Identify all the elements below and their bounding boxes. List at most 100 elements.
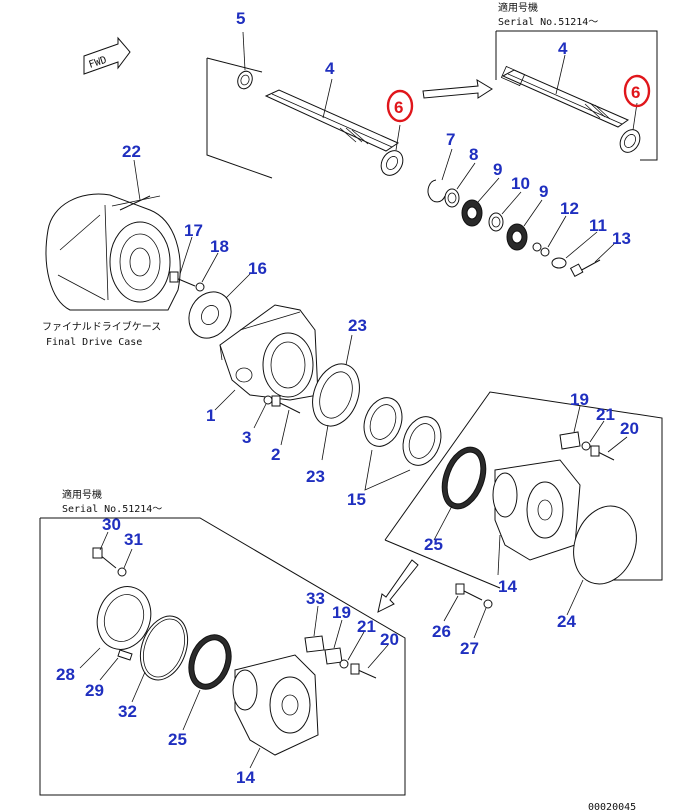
washer-21-bottom [339, 659, 349, 669]
label-21-bottom: 21 [357, 617, 376, 636]
inset-top-jp-label: 適用号機 [498, 1, 538, 14]
washer-27 [483, 599, 493, 609]
label-5: 5 [236, 9, 245, 28]
label-1: 1 [206, 406, 215, 425]
shim-19-bottom [324, 647, 343, 665]
seal-6-left [380, 150, 404, 176]
label-12: 12 [560, 199, 579, 218]
mount-hardware [169, 236, 251, 339]
label-19-top: 19 [570, 390, 589, 409]
label-23-top: 23 [348, 316, 367, 335]
label-14-bottom: 14 [236, 768, 255, 787]
washer-12a [532, 242, 542, 252]
label-33: 33 [306, 589, 325, 608]
label-25-bottom: 25 [168, 730, 187, 749]
label-20-bottom: 20 [380, 630, 399, 649]
washer-3 [263, 395, 273, 405]
inset-bottom-serial-label: Serial No.51214～ [62, 504, 162, 515]
label-2: 2 [271, 445, 280, 464]
seal-6-right [619, 129, 641, 153]
retainer-28 [96, 586, 152, 650]
inset-serial-bottom: 適用号機 Serial No.51214～ [39, 488, 406, 796]
plate-16 [188, 291, 232, 339]
bolt-17 [175, 277, 196, 287]
label-19-bottom: 19 [332, 603, 351, 622]
label-11: 11 [589, 216, 607, 235]
inset-top-serial-label: Serial No.51214～ [498, 17, 598, 28]
label-30: 30 [102, 515, 121, 534]
label-29: 29 [85, 681, 104, 700]
label-8: 8 [469, 145, 478, 164]
housing-1 [214, 304, 319, 411]
final-drive-case: ファイナルドライブケース Final Drive Case [42, 159, 181, 348]
shaft-right [500, 65, 630, 128]
label-32: 32 [118, 702, 137, 721]
plate-33 [304, 635, 325, 653]
bushings-15 [363, 397, 442, 491]
bearing-8 [444, 188, 460, 208]
label-26: 26 [432, 622, 451, 641]
label-22: 22 [122, 142, 141, 161]
label-23-bottom: 23 [306, 467, 325, 486]
label-20-top: 20 [620, 419, 639, 438]
label-15: 15 [347, 490, 366, 509]
seal-5 [237, 70, 253, 90]
small-parts-row [427, 148, 615, 277]
arrow-to-bottom-inset [377, 559, 419, 613]
bolt-2 [277, 401, 301, 414]
label-21-top: 21 [596, 405, 615, 424]
label-24: 24 [557, 612, 576, 631]
washer-12b [540, 247, 550, 257]
plate-11 [551, 257, 567, 269]
rings-23 [312, 334, 360, 461]
fwd-label: FWD [88, 55, 109, 71]
label-31: 31 [124, 530, 143, 549]
footer-code: 00020045 [588, 802, 636, 810]
label-18: 18 [210, 237, 229, 256]
highlight-ring-left [386, 89, 414, 123]
bolt-30 [99, 554, 117, 569]
final-drive-jp-label: ファイナルドライブケース [42, 320, 161, 333]
ring-24 [573, 505, 637, 585]
housing-hardware [253, 395, 301, 446]
washer-31 [117, 567, 127, 577]
label-25-top: 25 [424, 535, 443, 554]
carrier-group-top [384, 391, 663, 639]
label-4-right: 4 [558, 39, 568, 58]
highlight-6 [386, 74, 651, 123]
washer-18 [195, 282, 205, 292]
bolt-26 [461, 589, 483, 601]
snap-ring-7 [427, 179, 446, 203]
label-13: 13 [612, 229, 631, 248]
part-number-labels: 5 4 6 4 6 7 8 9 10 9 12 11 13 22 17 18 1… [56, 9, 640, 787]
shaft-group-left [206, 31, 404, 179]
shim-19-top [559, 431, 581, 450]
label-3: 3 [242, 428, 251, 447]
inset-bottom-jp-label: 適用号機 [62, 488, 102, 501]
washer-21-top [581, 441, 591, 451]
fwd-sign: FWD [83, 36, 131, 75]
label-17: 17 [184, 221, 203, 240]
arrow-to-inset [422, 79, 493, 99]
label-7: 7 [446, 130, 455, 149]
spacer-10 [488, 212, 504, 232]
label-9b: 9 [539, 182, 548, 201]
label-28: 28 [56, 665, 75, 684]
highlight-ring-right [623, 74, 651, 108]
label-16: 16 [248, 259, 267, 278]
label-6-right: 6 [631, 83, 640, 102]
final-drive-en-label: Final Drive Case [46, 337, 142, 348]
o-ring-32 [139, 615, 189, 681]
pin-29 [117, 649, 133, 661]
bolt-20-bottom [357, 669, 377, 679]
label-6-left: 6 [394, 98, 403, 117]
label-14-top: 14 [498, 577, 517, 596]
label-10: 10 [511, 174, 530, 193]
bolt-20-top [597, 451, 615, 461]
label-27: 27 [460, 639, 479, 658]
label-4-left: 4 [325, 59, 335, 78]
inset-serial-top: 適用号機 Serial No.51214～ [495, 1, 658, 161]
label-9a: 9 [493, 160, 502, 179]
pin-22 [119, 195, 151, 211]
